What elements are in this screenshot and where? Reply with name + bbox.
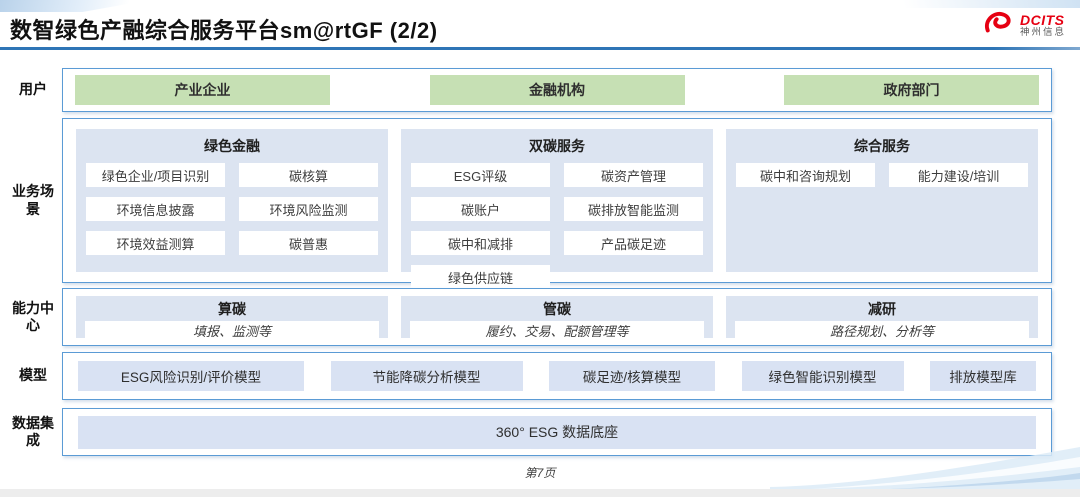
- panel-green-finance: 绿色金融 绿色企业/项目识别 碳核算 环境信息披露 环境风险监测 环境效益测算 …: [76, 129, 388, 272]
- capabilities-row: 算碳 填报、监测等 管碳 履约、交易、配额管理等 减研 路径规划、分析等: [62, 288, 1052, 346]
- page-title: 数智绿色产融综合服务平台sm@rtGF (2/2): [10, 18, 438, 43]
- capability-carbon-accounting: 算碳 填报、监测等: [76, 296, 388, 340]
- capability-desc: 路径规划、分析等: [735, 321, 1029, 340]
- user-box-industry: 产业企业: [75, 75, 330, 105]
- row-label-data: 数据集成: [12, 414, 54, 449]
- panel-dual-carbon: 双碳服务 ESG评级 碳资产管理 碳账户 碳排放智能监测 碳中和减排 产品碳足迹…: [401, 129, 713, 289]
- bottom-bar: [0, 489, 1080, 497]
- scenario-item: 环境信息披露: [86, 197, 225, 221]
- scenario-item: 碳账户: [411, 197, 550, 221]
- capability-desc: 填报、监测等: [85, 321, 379, 340]
- data-integration-row: 360° ESG 数据底座: [62, 408, 1052, 456]
- scenarios-row: 绿色金融 绿色企业/项目识别 碳核算 环境信息披露 环境风险监测 环境效益测算 …: [62, 118, 1052, 289]
- logo-brand-cn-text: 神州信息: [1019, 26, 1066, 38]
- row-label-scenarios: 业务场景: [12, 183, 54, 217]
- scenario-item: 碳中和减排: [411, 231, 550, 255]
- title-underline: [0, 47, 1080, 50]
- capability-title: 算碳: [218, 301, 246, 317]
- top-right-swoosh-decoration: [860, 0, 1080, 8]
- dcits-logo: DCITS 神州信息: [981, 9, 1066, 42]
- capability-desc: 履约、交易、配额管理等: [410, 321, 704, 340]
- panel-comprehensive-service: 综合服务 碳中和咨询规划 能力建设/培训: [726, 129, 1038, 272]
- model-box: 节能降碳分析模型: [330, 361, 523, 391]
- scenario-item: 环境风险监测: [239, 197, 378, 221]
- capability-reduction-research: 减研 路径规划、分析等: [726, 296, 1038, 340]
- row-label-capabilities: 能力中心: [12, 299, 54, 334]
- user-box-finance: 金融机构: [429, 75, 685, 105]
- row-label-models: 模型: [19, 367, 47, 384]
- scenario-item: 碳排放智能监测: [564, 197, 703, 221]
- scenario-item: 产品碳足迹: [564, 231, 703, 255]
- capability-carbon-management: 管碳 履约、交易、配额管理等: [401, 296, 713, 340]
- model-box: ESG风险识别/评价模型: [78, 361, 304, 391]
- scenario-item: 环境效益测算: [86, 231, 225, 255]
- scenario-item: 碳资产管理: [564, 163, 703, 187]
- logo-brand-text: DCITS: [1019, 12, 1065, 29]
- models-row: ESG风险识别/评价模型 节能降碳分析模型 碳足迹/核算模型 绿色智能识别模型 …: [62, 352, 1052, 400]
- top-left-swoosh-decoration: [0, 0, 150, 12]
- model-box: 碳足迹/核算模型: [549, 361, 715, 391]
- page-number: 第7页: [524, 466, 556, 480]
- esg-data-base-box: 360° ESG 数据底座: [78, 415, 1036, 449]
- dcits-swoosh-icon: [981, 9, 1015, 42]
- capability-title: 减研: [868, 301, 896, 317]
- row-label-users: 用户: [19, 81, 47, 98]
- model-box: 排放模型库: [930, 361, 1036, 391]
- user-box-government: 政府部门: [784, 75, 1039, 105]
- scenario-item: 绿色企业/项目识别: [86, 163, 225, 187]
- scenario-item: 碳普惠: [239, 231, 378, 255]
- capability-title: 管碳: [543, 301, 571, 317]
- model-box: 绿色智能识别模型: [741, 361, 904, 391]
- scenario-item: 碳核算: [239, 163, 378, 187]
- panel-title: 综合服务: [854, 138, 910, 154]
- scenario-item: 能力建设/培训: [889, 163, 1028, 187]
- scenario-item: ESG评级: [411, 163, 550, 187]
- users-row: 产业企业 金融机构 政府部门: [62, 68, 1052, 112]
- scenario-item: 碳中和咨询规划: [736, 163, 875, 187]
- panel-title: 双碳服务: [529, 138, 585, 154]
- scenario-item: 绿色供应链: [411, 265, 550, 289]
- panel-title: 绿色金融: [204, 138, 260, 154]
